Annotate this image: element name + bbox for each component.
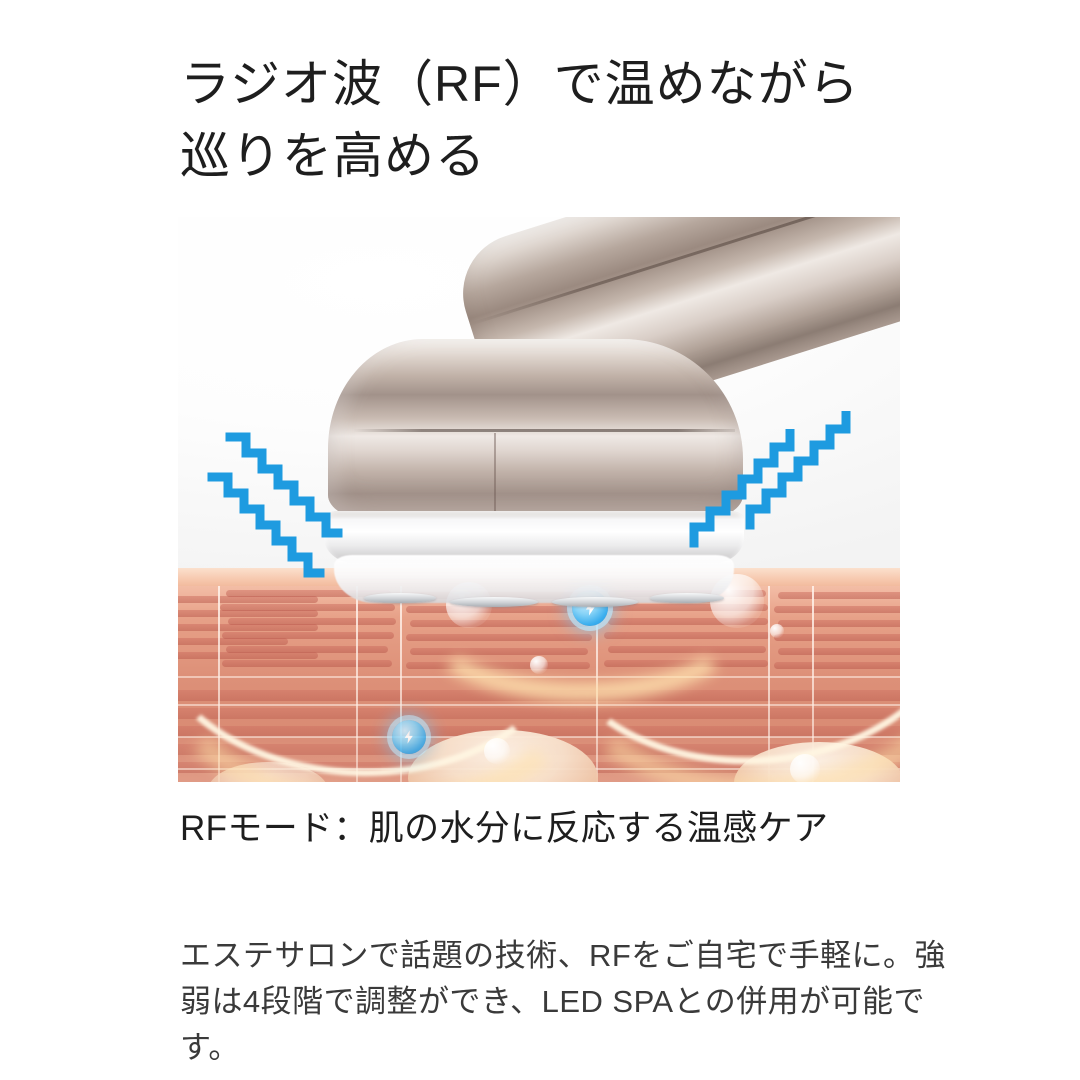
device-collar-ring: [324, 511, 744, 563]
device-electrode: [364, 593, 436, 603]
device-electrode: [650, 593, 724, 603]
description-paragraph: エステサロンで話題の技術、RFをご自宅で手軽に。強弱は4段階で調整ができ、LED…: [180, 938, 946, 1065]
rf-wave-left-icon: [207, 472, 325, 578]
device-electrode: [450, 597, 538, 607]
skin-cross-section: [178, 568, 900, 782]
rf-energy-node-icon: [392, 720, 426, 754]
page-title: ラジオ波（RF）で温めながら 巡りを高める: [180, 55, 860, 185]
rf-wave-right-icon: [689, 429, 795, 548]
rf-wave-left-icon: [225, 432, 343, 538]
illustration-canvas: [178, 217, 900, 782]
rf-wave-right-icon: [745, 411, 851, 530]
figure-caption: RFモード：肌の水分に反応する温感ケア: [180, 809, 829, 848]
device-head: [328, 339, 743, 519]
device-electrode: [552, 597, 638, 607]
product-illustration: [178, 217, 900, 782]
dermis-layer: [178, 586, 900, 782]
